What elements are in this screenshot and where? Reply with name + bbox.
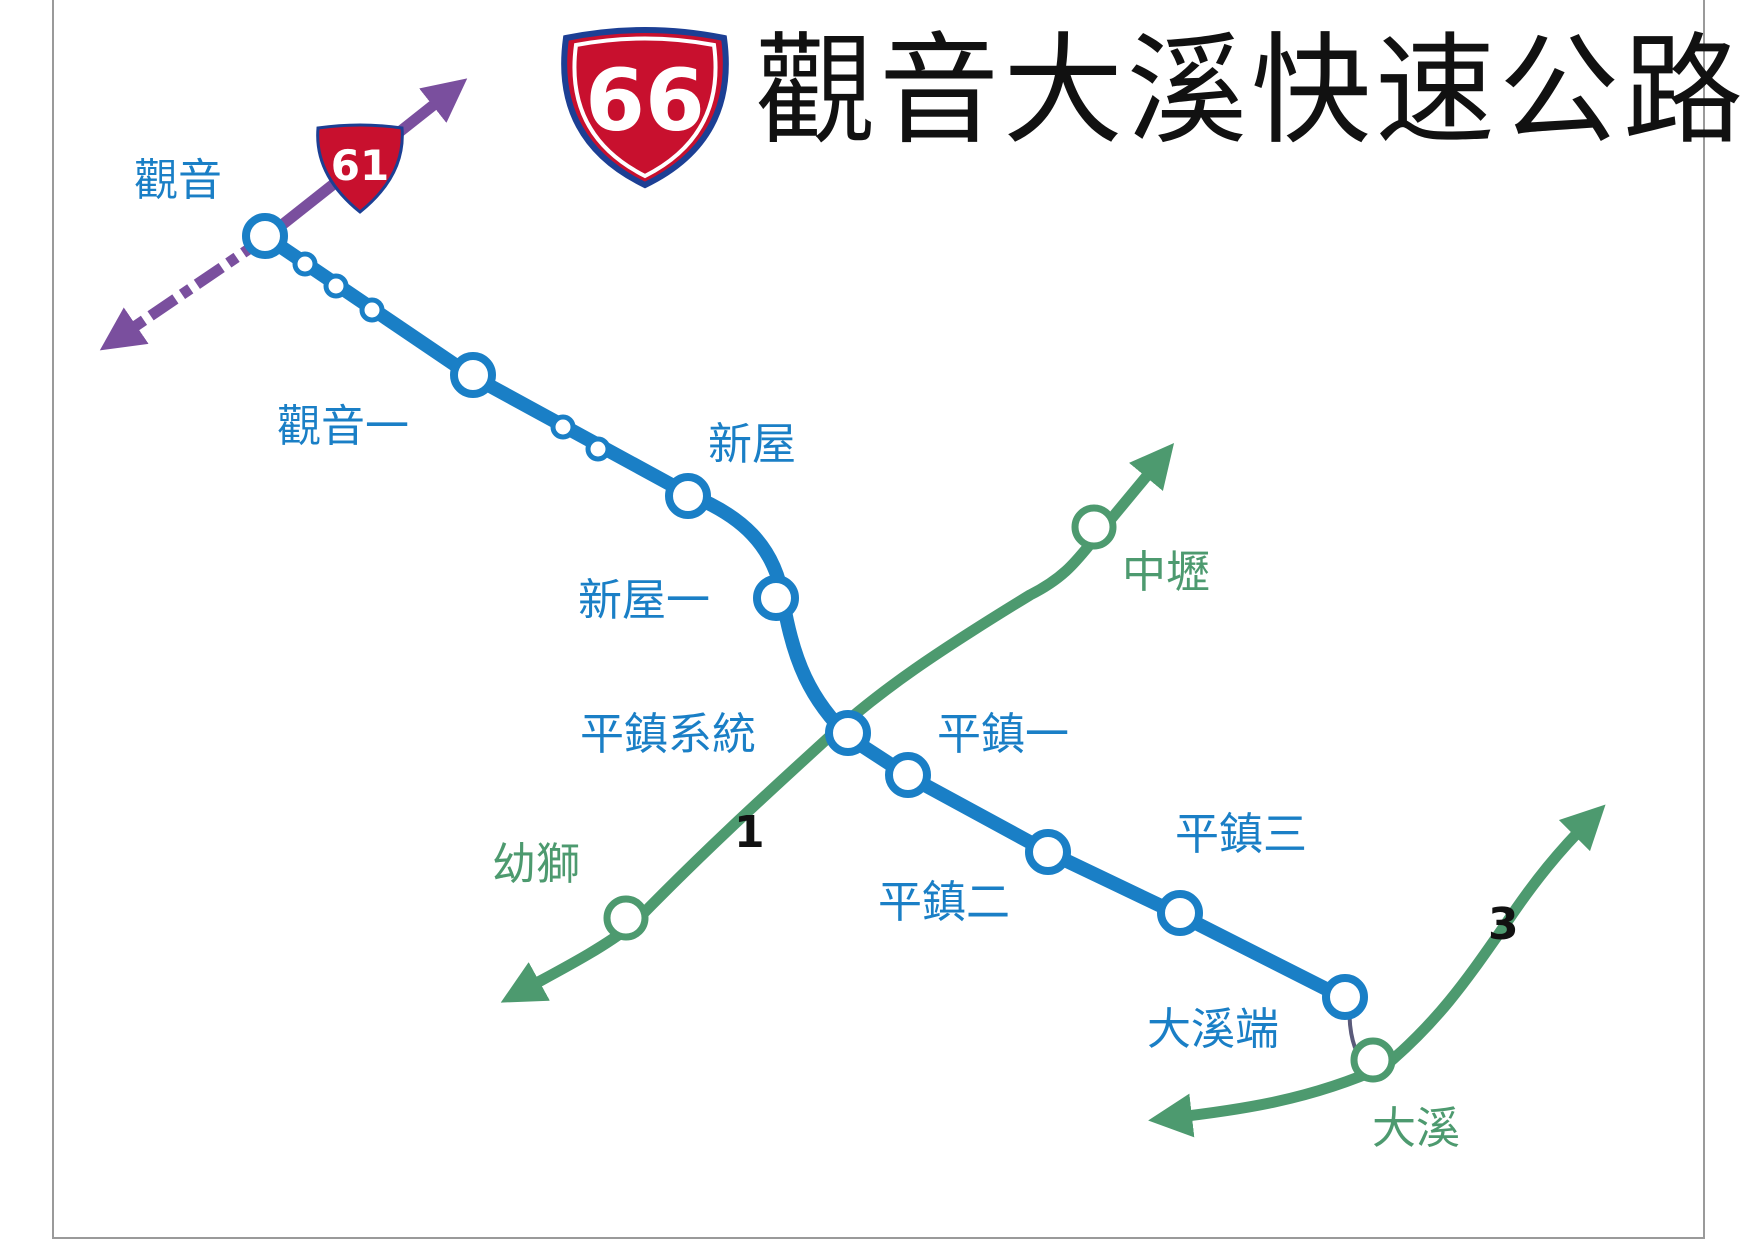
minor-stops — [292, 251, 611, 462]
route-66-number: 66 — [585, 51, 705, 151]
station-marker-pingzhen-3 — [1157, 890, 1203, 936]
route-1-number: 1 — [734, 807, 765, 858]
route-61-number: 61 — [331, 141, 389, 190]
highway-title: 觀音大溪快速公路 — [755, 22, 1747, 161]
station-marker-zhongli — [1071, 504, 1117, 550]
place-label-daxi: 大溪 — [1372, 1103, 1460, 1154]
station-marker-xinwu-1 — [753, 575, 799, 621]
station-marker-guanyin — [242, 213, 288, 259]
station-marker-daxi-end — [1322, 974, 1368, 1020]
station-marker-pingzhen-sys — [825, 710, 871, 756]
station-label-pingzhen-sys: 平鎮系統 — [580, 709, 756, 760]
route-66-shield: 66 — [561, 27, 729, 189]
station-label-pingzhen-3: 平鎮三 — [1175, 809, 1307, 860]
station-marker-youshi — [603, 895, 649, 941]
place-label-zhongli: 中壢 — [1122, 547, 1210, 598]
map-frame — [52, 0, 1705, 1239]
route-3-number: 3 — [1488, 899, 1519, 950]
route-66-line — [258, 229, 1355, 1007]
station-marker-guanyin-1 — [450, 352, 496, 398]
station-label-daxi-end: 大溪端 — [1147, 1004, 1279, 1055]
station-label-guanyin: 觀音 — [134, 155, 222, 206]
main-stations — [242, 213, 1368, 1020]
station-label-xinwu: 新屋 — [708, 419, 796, 470]
station-marker-pingzhen-2 — [1025, 829, 1071, 875]
station-marker-xinwu — [665, 473, 711, 519]
station-label-pingzhen-2: 平鎮二 — [878, 877, 1010, 928]
station-marker-daxi — [1350, 1037, 1396, 1083]
cross-stations — [603, 504, 1396, 1083]
station-label-xinwu-1: 新屋一 — [578, 575, 710, 626]
station-marker-pingzhen-1 — [885, 752, 931, 798]
route-61-shield: 61 — [316, 123, 404, 214]
station-label-pingzhen-1: 平鎮一 — [937, 709, 1069, 760]
station-label-guanyin-1: 觀音一 — [277, 401, 409, 452]
route-3-line — [1148, 804, 1606, 1138]
place-label-youshi: 幼獅 — [492, 839, 580, 890]
